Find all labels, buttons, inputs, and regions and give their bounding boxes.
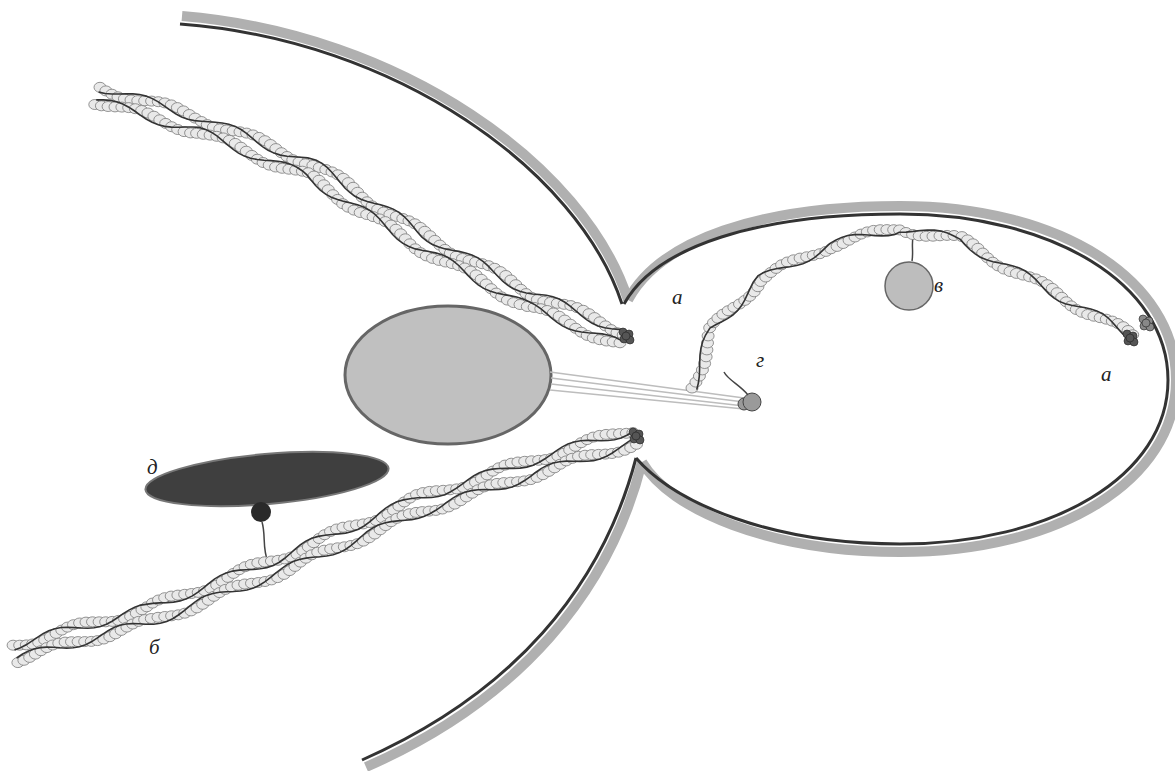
- microtubules: [550, 372, 744, 409]
- motor: [743, 393, 761, 411]
- formin-subunit: [1142, 319, 1150, 327]
- tropomyosin: [697, 230, 1130, 390]
- organelle: [143, 443, 390, 514]
- formin-cap: [1139, 315, 1154, 331]
- tether: [262, 522, 268, 562]
- cell-wall: [366, 462, 642, 767]
- bud-membrane: [624, 214, 1168, 544]
- callout-letter: д: [147, 457, 158, 478]
- callout-letter: г: [756, 350, 764, 371]
- formin-cap: [619, 328, 634, 344]
- tropomyosin: [15, 432, 633, 650]
- formin-cap: [1123, 330, 1138, 346]
- nucleus: [345, 306, 551, 444]
- callout-letter: б: [149, 637, 160, 658]
- callout-letter: а: [672, 287, 683, 308]
- formin-subunit: [632, 432, 640, 440]
- actin-cable: [7, 428, 642, 668]
- formin-subunit: [1126, 334, 1134, 342]
- callout-letter: в: [934, 275, 943, 296]
- formin-cap: [629, 428, 644, 444]
- cell-membrane: [362, 458, 636, 760]
- vesicle: [885, 262, 933, 310]
- formin-subunit: [622, 332, 630, 340]
- actin-cable: [686, 225, 1139, 393]
- tropomyosin: [17, 438, 635, 658]
- tropomyosin: [96, 100, 621, 341]
- actin-cable: [89, 82, 629, 348]
- motor: [251, 502, 271, 522]
- bud-wall: [628, 206, 1175, 552]
- callout-letter: а: [1101, 364, 1112, 385]
- actin-cables: [7, 82, 1154, 667]
- tether: [724, 372, 748, 395]
- cell-membrane: [180, 24, 622, 304]
